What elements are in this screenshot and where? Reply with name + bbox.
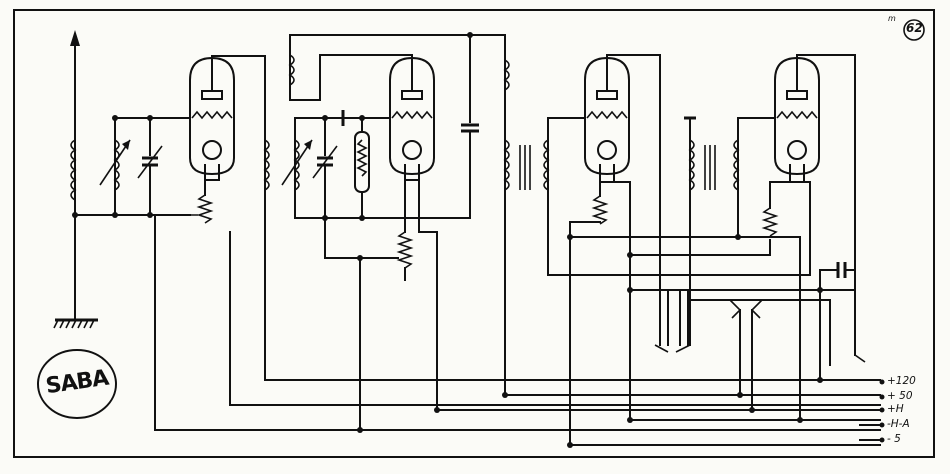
junction-dots — [72, 32, 823, 448]
sheet-number: 62 — [906, 21, 923, 35]
vacuum-tube-2 — [389, 54, 435, 181]
output-switch — [854, 289, 866, 363]
top-corner-mark: m — [888, 14, 896, 23]
grid-leak-resistor — [294, 110, 391, 219]
vacuum-tube-4 — [774, 54, 820, 183]
vacuum-tube-3 — [584, 54, 630, 183]
filament-resistor-3 — [569, 181, 631, 421]
variable-coil-1 — [99, 117, 131, 216]
potentiometer-2 — [324, 179, 438, 281]
terminal-points — [879, 379, 885, 443]
terminal-label-minus-h-a: -H-A — [887, 418, 910, 430]
bypass-capacitor — [461, 34, 479, 219]
tuning-capacitor-1 — [137, 117, 163, 216]
vacuum-tube-1 — [189, 56, 235, 181]
terminal-label-plus-h: +H — [887, 403, 904, 415]
variable-coil-2 — [281, 117, 313, 219]
ground-symbol — [53, 318, 98, 329]
sheet-number-circle — [903, 19, 925, 41]
headphone-jack-1 — [654, 289, 691, 353]
audio-transformer-2 — [684, 116, 740, 346]
terminal-label-plus-50: + 50 — [887, 390, 913, 402]
antenna-coil — [70, 139, 77, 201]
saba-logo — [37, 349, 117, 419]
terminal-label-minus-5: - 5 — [887, 433, 901, 445]
audio-transformer-1 — [503, 34, 550, 396]
output-capacitor — [819, 262, 856, 381]
border-frame — [13, 9, 935, 458]
filament-resistor-4 — [761, 181, 811, 276]
tuning-capacitor-2 — [312, 117, 338, 259]
potentiometer-1 — [180, 179, 220, 224]
terminal-label-plus-120: +120 — [887, 375, 916, 387]
reaction-coil — [288, 34, 506, 101]
antenna — [70, 30, 80, 321]
headphone-jack-2 — [729, 299, 763, 411]
